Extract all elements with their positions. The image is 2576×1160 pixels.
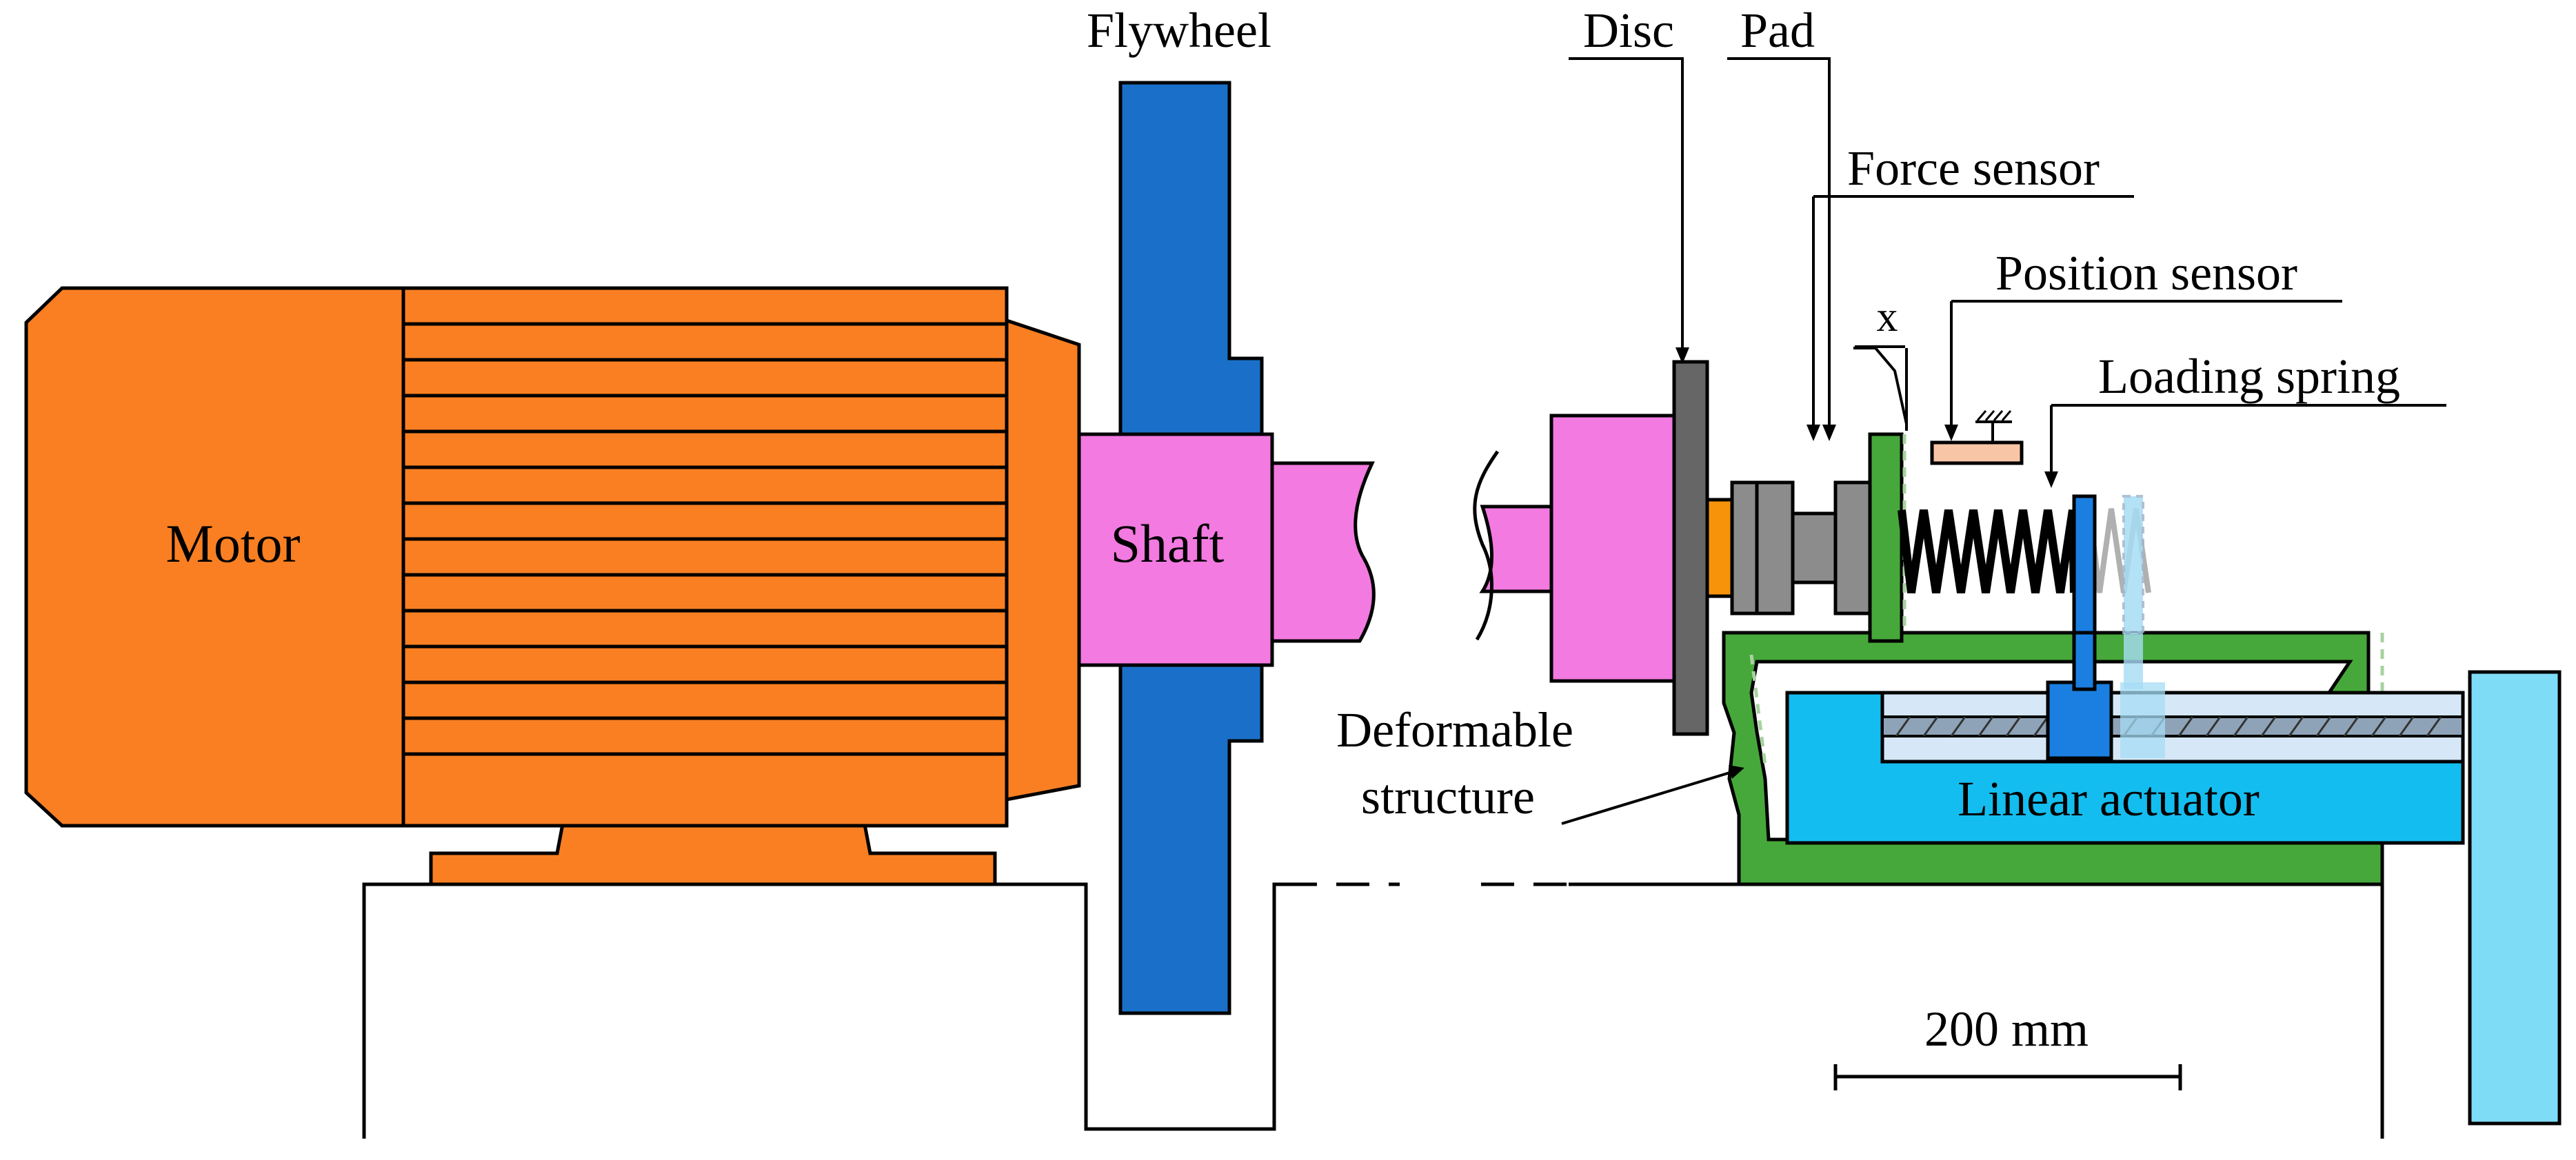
pad-assembly: [1705, 480, 1872, 615]
plate-rod: [2072, 631, 2097, 691]
motor-finned-housing: [401, 286, 1009, 828]
force-sensor-mount: [1868, 432, 1904, 643]
shaft-left: [1077, 432, 1376, 667]
linear-actuator: [1785, 670, 2562, 1126]
flywheel-label: Flywheel: [1087, 3, 1271, 58]
pad-label: Pad: [1740, 3, 1815, 58]
lead-screw: [1881, 715, 2464, 737]
actuator-nut: [2046, 680, 2113, 760]
actuator-nut-ghost: [2120, 682, 2165, 758]
leader-lines: [1561, 57, 2446, 825]
force-sensor-label: Force sensor: [1847, 141, 2100, 196]
pad-backplate: [1730, 480, 1759, 615]
loading-spring-label: Loading spring: [2098, 349, 2400, 404]
pad-friction-material: [1705, 498, 1734, 598]
shaft-hub: [1077, 432, 1274, 667]
shaft-label: Shaft: [1111, 513, 1225, 573]
displacement-label: x: [1877, 294, 1898, 340]
spring-plate: [2072, 494, 2097, 635]
force-sensor-body: [1833, 480, 1872, 615]
motor-label: Motor: [166, 513, 301, 573]
loading-spring: [1898, 494, 2151, 691]
linear-actuator-label: Linear actuator: [1958, 771, 2260, 826]
position-sensor: [1930, 410, 2024, 465]
spring-plate-ghost: [2122, 495, 2144, 634]
disc-hub: [1549, 414, 1676, 683]
disc-label: Disc: [1583, 3, 1674, 58]
scale-label: 200 mm: [1924, 1001, 2089, 1057]
motor: [24, 286, 1081, 886]
shaft-right: [1473, 360, 1709, 736]
deformable-structure: [1722, 432, 2384, 886]
actuator-end-block: [2468, 670, 2562, 1126]
pad-holder: [1755, 480, 1795, 615]
disc: [1672, 360, 1709, 736]
position-sensor-label: Position sensor: [1995, 245, 2297, 301]
deformable-label-line2: structure: [1361, 769, 1535, 824]
scale-bar: [1833, 1064, 2182, 1090]
displacement-indicator: x: [1853, 294, 1908, 431]
motor-end-cap: [1005, 318, 1081, 802]
deformable-label-line1: Deformable: [1336, 702, 1573, 757]
leader-arrowheads: [1676, 347, 2058, 779]
force-sensor-neck: [1791, 511, 1838, 584]
motor-cooling-fins: [403, 322, 1007, 756]
